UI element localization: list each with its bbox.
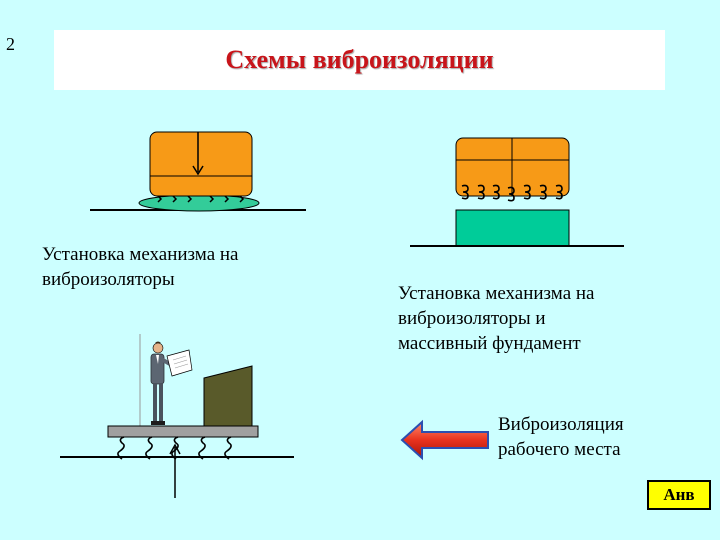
caption-line: Виброизоляция xyxy=(498,414,624,435)
caption-workplace[interactable]: Виброизоляция рабочего места xyxy=(498,412,624,462)
spring-icon xyxy=(117,436,232,460)
isolated-platform xyxy=(107,425,259,438)
caption-foundation: Установка механизма на виброизоляторы и … xyxy=(398,281,594,356)
spring-icon xyxy=(461,184,563,202)
vibration-arrowhead xyxy=(169,443,181,455)
left-arrow-icon[interactable] xyxy=(400,419,489,461)
caption-line: рабочего места xyxy=(498,439,621,460)
scheme-isolators xyxy=(90,131,306,212)
machine-block xyxy=(203,365,253,427)
slide-number: 2 xyxy=(6,34,15,54)
massive-foundation xyxy=(455,209,570,247)
scheme-foundation xyxy=(410,137,624,247)
caption-line: Установка механизма на xyxy=(42,244,239,265)
title-box: Схемы виброизоляции xyxy=(54,30,665,90)
caption-line: Установка механизма на xyxy=(398,283,595,304)
caption-line: виброизоляторы xyxy=(42,269,175,290)
businessman-with-document-icon xyxy=(150,341,193,425)
load-arrowhead xyxy=(192,165,204,176)
scheme-workplace xyxy=(60,334,294,498)
caption-line: виброизоляторы и xyxy=(398,308,546,329)
page-title: Схемы виброизоляции xyxy=(225,45,494,74)
caption-isolators: Установка механизма на виброизоляторы xyxy=(42,242,238,292)
spring-icon xyxy=(157,195,245,203)
anv-button[interactable]: Анв xyxy=(647,480,711,510)
mechanism-block xyxy=(149,131,253,197)
caption-line: массивный фундамент xyxy=(398,333,581,354)
